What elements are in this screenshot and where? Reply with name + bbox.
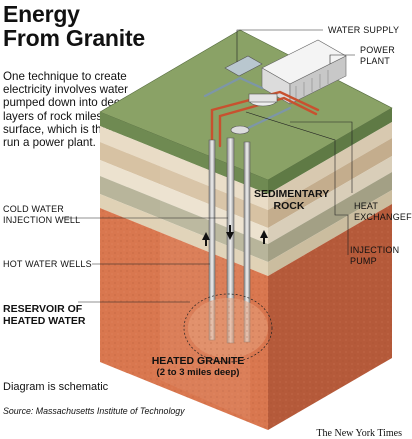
layer-sediment-4-left [100,176,268,262]
label-heat-exchanger: HEAT EXCHANGEF [354,201,412,222]
label-cold-water-injection-well: COLD WATER INJECTION WELL [3,204,81,225]
reservoir [183,293,273,363]
label-power-plant: POWER PLANT [360,45,396,66]
layer-sediment-2-left [100,142,268,228]
schematic-note: Diagram is schematic [3,381,109,393]
label-water-supply: WATER SUPPLY [328,25,400,35]
layer-sediment-3-left [100,160,268,244]
flow-arrows [202,225,268,246]
label-heated-granite: HEATED GRANITE [151,355,245,367]
heat-exchanger-unit [248,93,278,107]
page-title: Energy From Granite [3,1,146,51]
layer-sediment-2-right [268,138,392,228]
power-plant-building [261,39,347,105]
layer-sediment-3-right [268,156,392,244]
publisher-credit: The New York Times [316,428,402,439]
layer-sediment-4-right [268,172,392,262]
source-credit: Source: Massachusetts Institute of Techn… [3,406,185,416]
leader-lines [62,29,355,303]
label-reservoir: RESERVOIR OF HEATED WATER [3,303,86,327]
label-injection-pump: INJECTION PUMP [350,245,400,266]
water-supply-pond [224,55,263,77]
layer-sediment-1-right [268,122,392,210]
layer-sediment-5-left [100,194,268,276]
label-sedimentary-rock: SEDIMENTARY ROCK [254,188,330,212]
label-hot-water-wells: HOT WATER WELLS [3,259,92,269]
label-heated-granite-depth: (2 to 3 miles deep) [156,367,240,378]
surface-pipes [203,76,320,148]
layer-sediment-1-left [100,126,268,210]
layer-top-right [268,108,392,194]
injection-pump-unit [230,125,250,135]
layer-sediment-5-right [268,190,392,276]
layer-top-left [100,112,268,194]
